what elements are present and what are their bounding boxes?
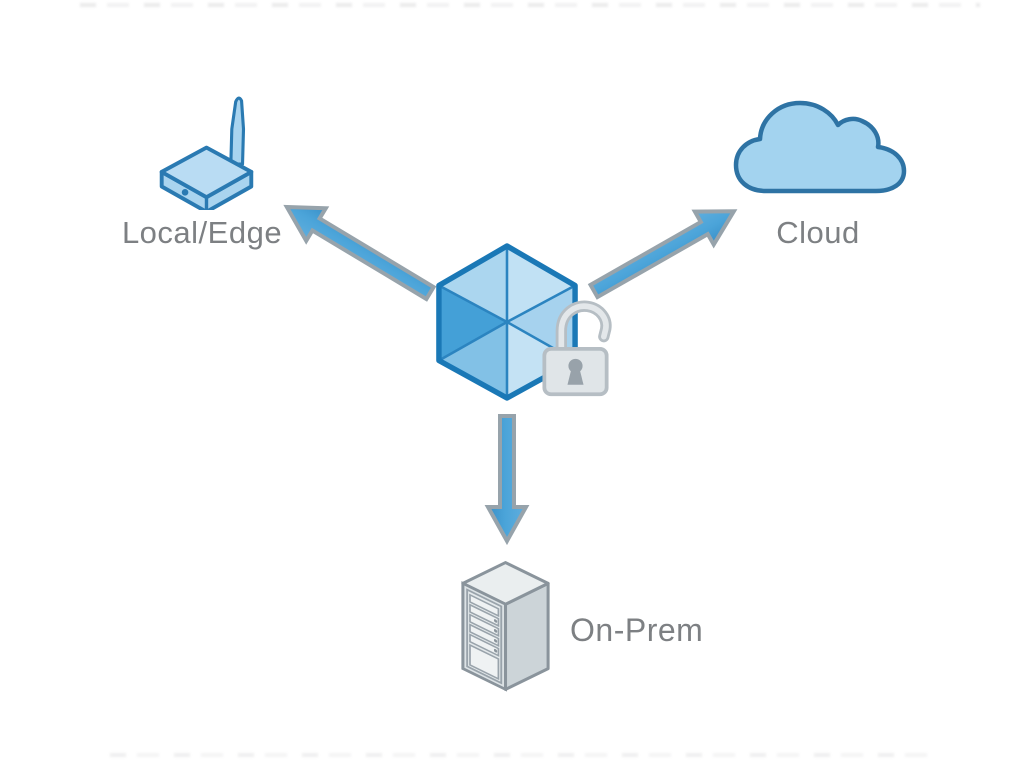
device-led	[181, 189, 189, 196]
antenna	[229, 96, 246, 166]
server-rack-icon	[461, 561, 550, 692]
top-edge-artifact	[80, 3, 980, 7]
label-local-edge: Local/Edge	[121, 215, 283, 250]
label-cloud: Cloud	[776, 215, 860, 250]
open-padlock-icon	[542, 300, 612, 397]
arrow-to-on-prem	[484, 414, 530, 546]
cube-outline	[436, 243, 578, 401]
label-on-prem: On-Prem	[570, 612, 704, 648]
cloud-icon	[733, 100, 907, 194]
device-top	[159, 145, 254, 200]
rack-units	[469, 593, 500, 681]
rack-leds	[493, 619, 498, 653]
wireless-edge-device-icon	[159, 96, 254, 210]
keyhole	[568, 358, 583, 373]
bottom-edge-artifact	[110, 753, 940, 757]
cube-icon	[436, 243, 578, 401]
arrow-to-local-edge	[283, 204, 437, 302]
server-front	[461, 581, 508, 692]
arrow-to-cloud	[587, 209, 738, 300]
